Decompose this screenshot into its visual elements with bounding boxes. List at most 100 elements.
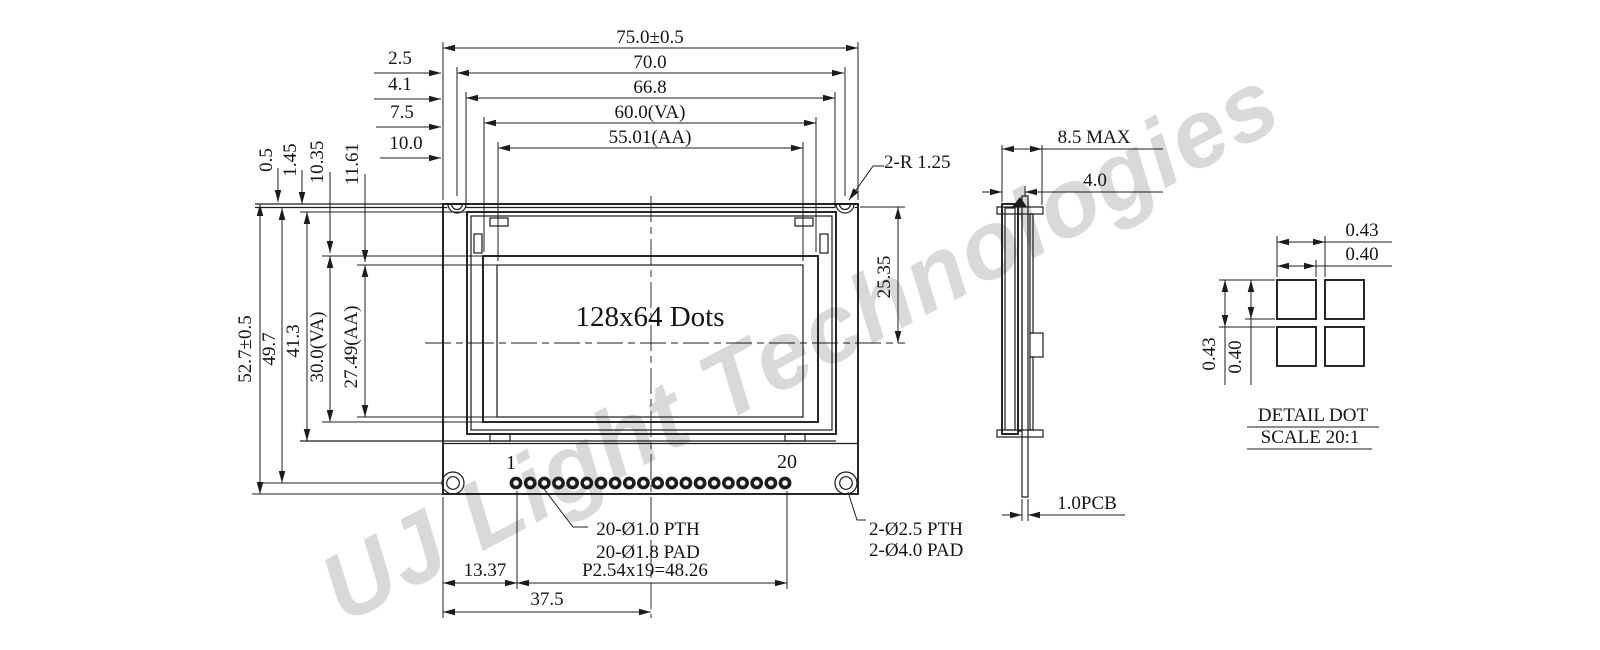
side-view: 8.5 MAX 4.0 1.0PCB [982,127,1163,521]
bezel-outline [466,211,837,435]
dim-dot-height: 0.40 [1225,340,1246,373]
pin-pad [707,476,721,490]
dim-aa-width: 55.01(AA) [609,127,692,148]
hole-drill [446,476,460,490]
active-area-rect [496,264,804,418]
notch-arc-inner [450,203,464,211]
bezel-tab [794,217,814,227]
dim-pin-offset: 13.37 [464,560,507,581]
pin-pad [537,476,551,490]
bezel-foot [784,433,806,442]
bezel-side-tab [473,233,483,254]
top-dimensions: 75.0±0.5 70.0 66.8 60.0(VA) 55.01(AA) 2.… [374,27,859,261]
hole-pad [834,471,858,495]
dim-total-thickness: 8.5 MAX [1058,127,1131,148]
dim-bezel-width: 70.0 [633,52,666,73]
dim-aa-offset: 10.0 [389,133,422,154]
dim-glass-width: 66.8 [633,77,666,98]
dim-dot-pitch-v: 0.43 [1199,337,1220,370]
front-view: 128x64 Dots 1 20 [255,195,905,618]
pin-pad [594,476,608,490]
dim-glass-offset: 4.1 [388,74,412,95]
display-resolution-label: 128x64 Dots [575,301,724,333]
bezel-inner-line [470,215,833,431]
dim-glass-top: 1.45 [280,143,301,176]
detail-scale: SCALE 20:1 [1261,427,1360,448]
dot-cell [1324,326,1365,367]
pin-pad [722,476,735,490]
viewing-area-rect [482,255,819,423]
dim-pcb-thickness: 1.0PCB [1057,493,1117,514]
notch-mask [835,195,855,215]
pin-pad [637,476,650,490]
hole-drill [839,476,853,490]
pin-pad [693,476,707,490]
notch-arc-outer [835,203,855,214]
dim-va-top: 10.35 [307,141,328,184]
pin-hole-callout: 20-Ø1.0 PTH [596,519,700,540]
dim-lip-offset: 0.5 [256,148,277,172]
left-dimensions: 0.5 1.45 10.35 11.61 52.7±0.5 49.7 41.3 … [235,141,497,495]
pin-callout-leader [543,488,588,528]
dim-pin-height: 49.7 [259,332,280,365]
notch-arc-outer [447,203,467,214]
pin-pad [651,476,664,490]
mount-pad-callout: 2-Ø4.0 PAD [869,540,963,561]
pin-pad [622,476,636,490]
dim-aa-height: 27.49(AA) [341,306,362,389]
dim-dot-width: 0.40 [1345,244,1378,265]
dim-glass-height: 41.3 [283,324,304,357]
dim-aa-top: 11.61 [342,143,363,185]
notch-arc-inner [838,203,852,211]
pin-pad [608,476,622,490]
notch-mask [447,195,467,215]
pin-pad [750,476,764,490]
dim-center-offset: 37.5 [530,589,563,610]
pin-pad [523,476,537,490]
right-dimensions: 2-R 1.25 25.35 [848,152,951,343]
bottom-flange [996,429,1044,438]
pin-pad [509,476,523,490]
dot-cell [1276,326,1317,367]
pin-pad [566,476,579,490]
radius-leader [848,165,884,201]
dim-va-height: 30.0(VA) [307,312,328,383]
pin-pad-callout: 20-Ø1.8 PAD [596,542,700,563]
dim-va-offset: 7.5 [390,102,414,123]
pin-pad [552,476,565,490]
bezel-side-tab [819,233,829,254]
dim-va-width: 60.0(VA) [615,102,686,123]
dim-bezel-height: 25.35 [874,256,895,299]
smd-component [1029,332,1044,358]
dim-corner-radius: 2-R 1.25 [884,152,951,173]
bezel-tab [489,217,509,227]
pin-pad [736,476,749,490]
dim-dot-pitch-h: 0.43 [1345,220,1378,241]
dim-module-thickness: 4.0 [1083,170,1107,191]
hole-callout-leader [847,491,866,521]
pcb-outline [442,203,859,495]
dim-pin-pitch: P2.54x19=48.26 [582,560,708,581]
dim-overall-height: 52.7±0.5 [235,315,256,382]
dot-cell [1276,279,1317,320]
dim-bezel-offset: 2.5 [388,48,412,69]
watermark-text: UJ Light Technologies [304,48,1297,644]
pin20-label: 20 [777,451,797,473]
pin-pad [679,476,693,490]
bezel-clip-wedge [1012,197,1027,207]
mounting-hole-right [834,471,858,495]
pin-row [509,476,792,490]
bezel-notch-right [834,195,856,215]
pin-pad [580,476,594,490]
mount-hole-callout: 2-Ø2.5 PTH [869,519,963,540]
detail-caption: DETAIL DOT [1258,405,1369,426]
bezel-notch-left [446,195,468,215]
bottom-dimensions: 13.37 P2.54x19=48.26 37.5 20-Ø1.0 PTH 20… [442,488,963,618]
pin1-label: 1 [506,452,516,474]
detail-dot-view: 0.43 0.40 0.43 0.40 DETAIL DOT SCALE 20:… [1199,220,1392,450]
pin-pad [665,476,679,490]
dim-overall-width: 75.0±0.5 [616,27,683,48]
dot-cell [1324,279,1365,320]
